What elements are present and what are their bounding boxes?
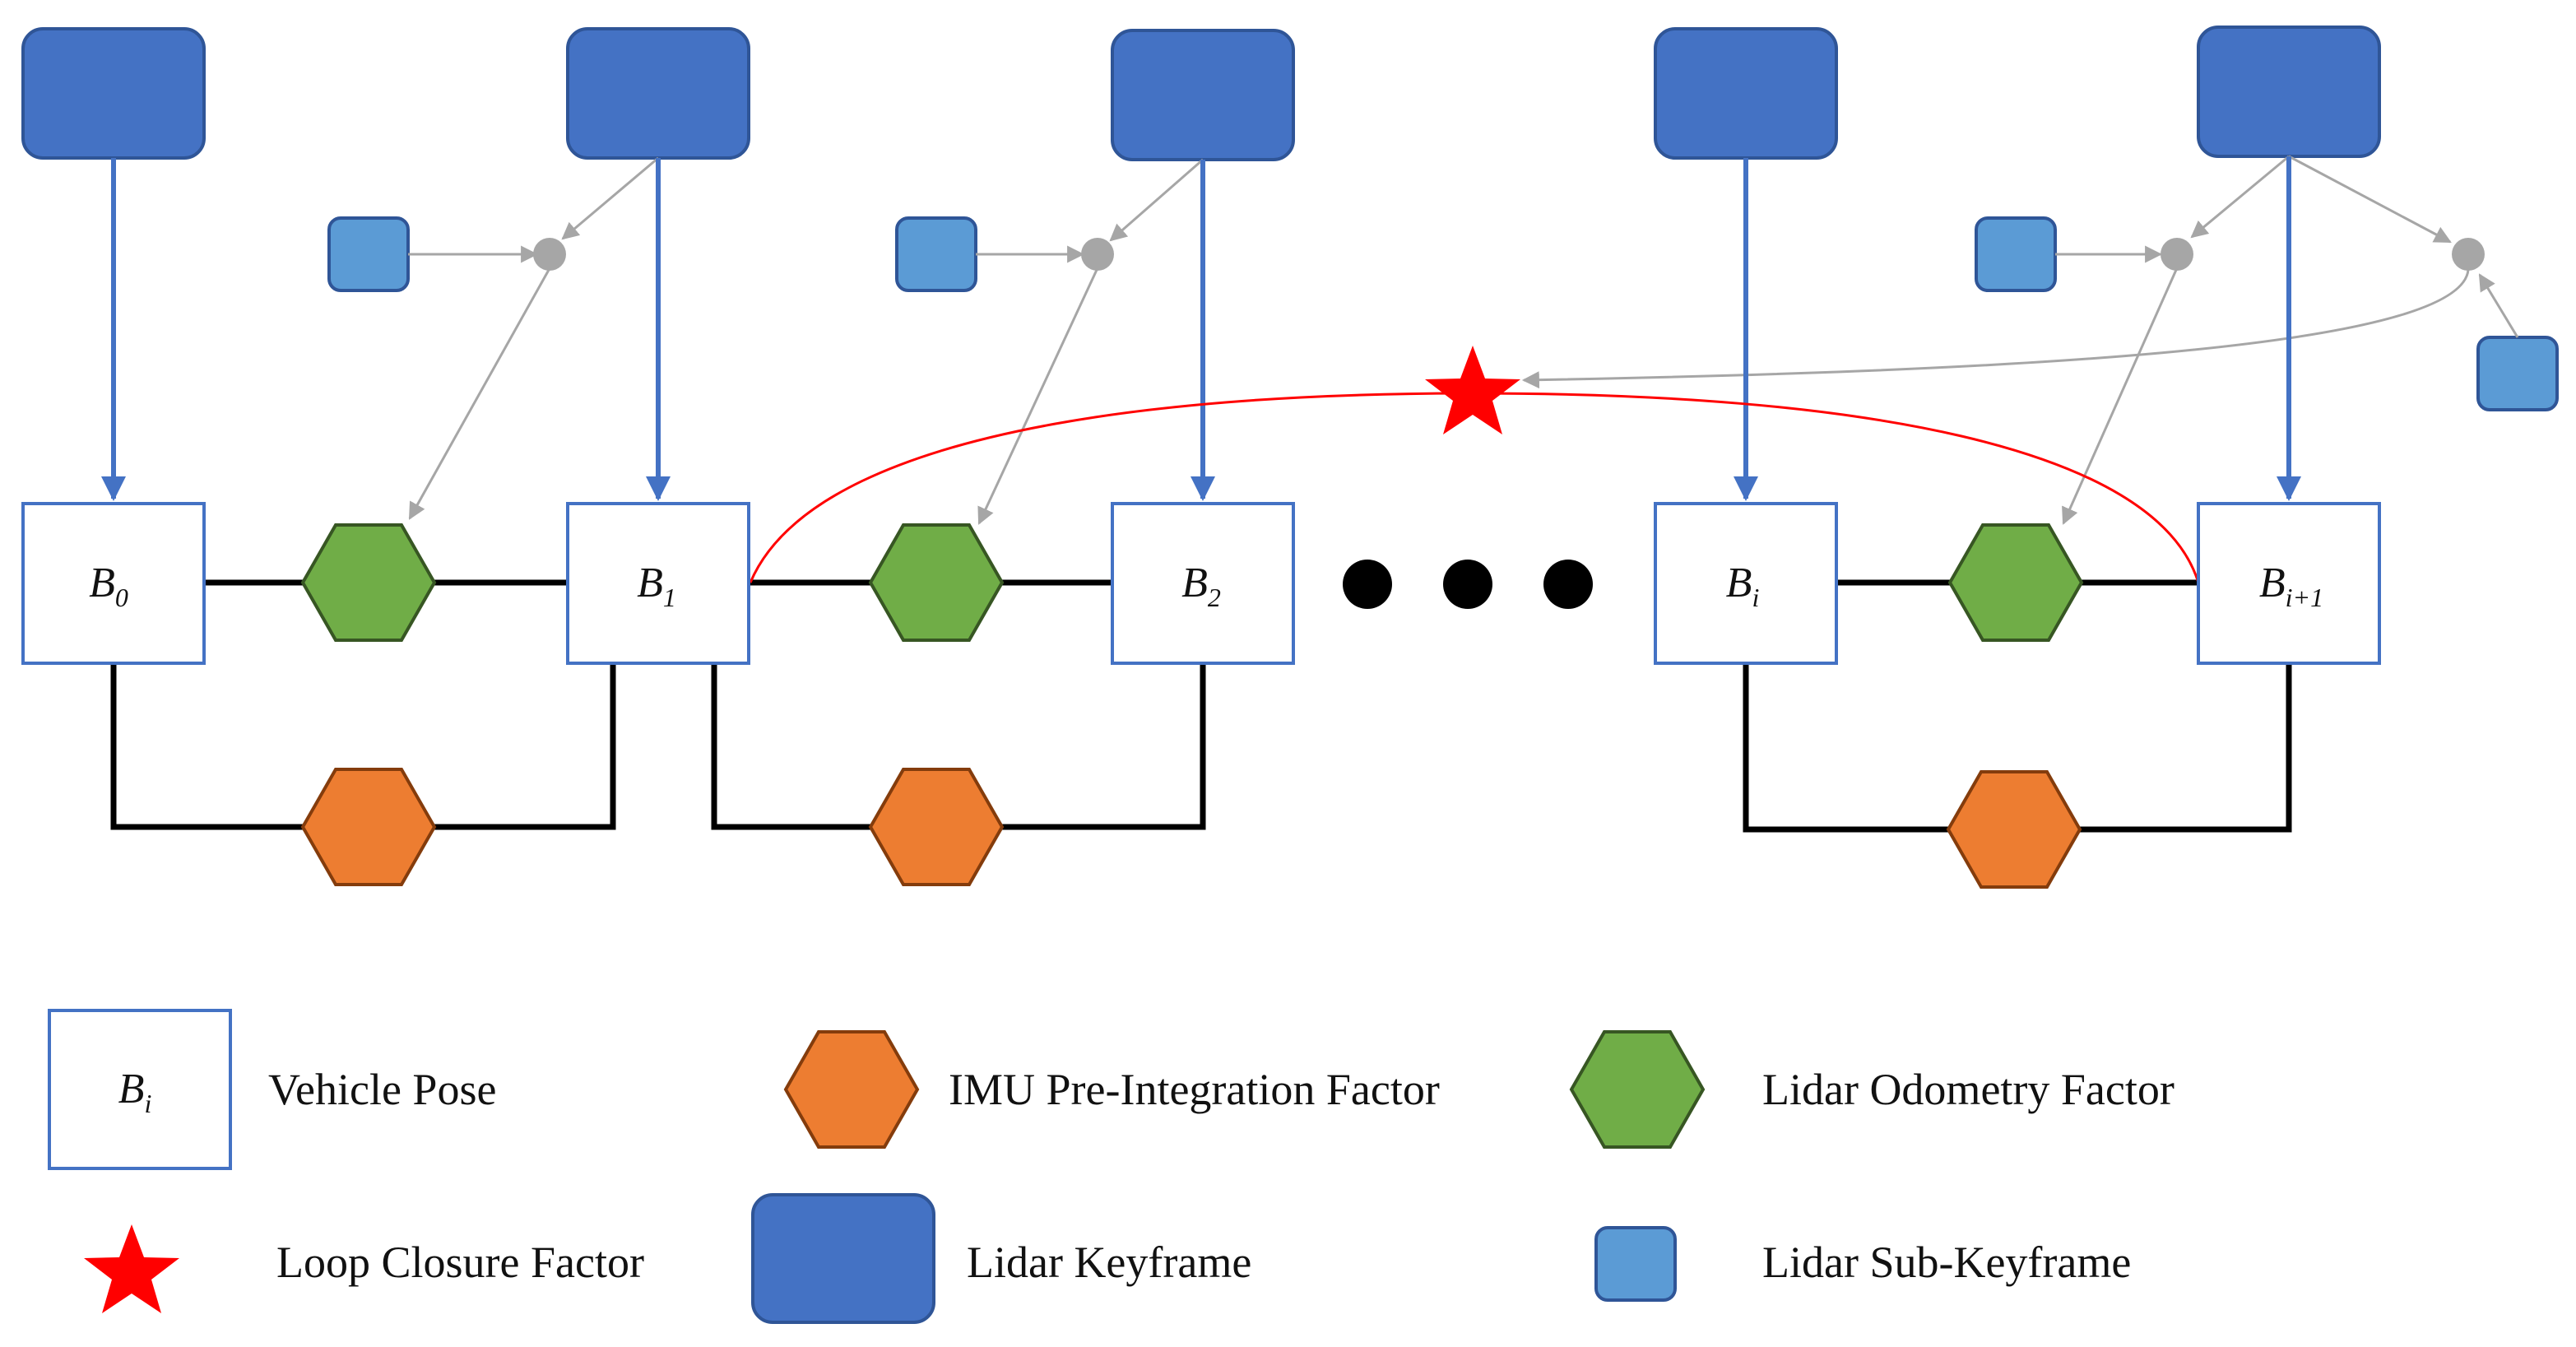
legend-keyframe-symbol bbox=[751, 1193, 935, 1324]
lidar-sub-keyframe bbox=[1975, 216, 2057, 292]
lidar-keyframe bbox=[1654, 27, 1838, 160]
lidar-keyframes bbox=[21, 26, 2381, 161]
legend-pose-subscript: i bbox=[144, 1089, 151, 1118]
ellipsis bbox=[1343, 560, 1593, 609]
vehicle-pose: B0 bbox=[21, 502, 206, 665]
ellipsis-dot bbox=[1343, 560, 1392, 609]
imu-factors bbox=[300, 768, 2082, 889]
svg-text:Bi+1: Bi+1 bbox=[2259, 560, 2323, 612]
lidar-sub-keyframe bbox=[2476, 336, 2559, 411]
vehicle-pose: B2 bbox=[1111, 502, 1295, 665]
lidar-sub-keyframe bbox=[327, 216, 410, 292]
legend-imu-factor-label: IMU Pre-Integration Factor bbox=[949, 1065, 1440, 1114]
ellipsis-dot bbox=[1543, 560, 1593, 609]
loop-closure-star bbox=[1425, 346, 1520, 434]
legend-pose-label: B bbox=[118, 1066, 145, 1112]
lidar-sub-keyframe bbox=[895, 216, 977, 292]
pose-label: B bbox=[1181, 560, 1208, 606]
legend-pose-symbol bbox=[48, 1009, 232, 1170]
lidar-keyframe bbox=[2197, 26, 2381, 158]
lidar-odometry-factor bbox=[1947, 523, 2084, 642]
legend-lidar-sub-keyframe: Lidar Sub-Keyframe bbox=[1594, 1226, 2131, 1302]
legend: Bi Vehicle Pose IMU Pre-Integration Fact… bbox=[48, 1009, 2175, 1324]
pose-label: B bbox=[637, 560, 663, 606]
pose-label: B bbox=[89, 560, 115, 606]
merge-node bbox=[2161, 238, 2193, 271]
merge-node bbox=[1081, 238, 1114, 271]
legend-sub-keyframe-symbol bbox=[1594, 1226, 1677, 1302]
merge-node bbox=[533, 238, 566, 271]
svg-text:B0: B0 bbox=[89, 560, 128, 612]
legend-imu-hexagon bbox=[783, 1030, 920, 1149]
svg-text:Bi: Bi bbox=[118, 1066, 152, 1118]
sub-keyframe-connections bbox=[408, 155, 2519, 525]
legend-vehicle-pose: Bi Vehicle Pose bbox=[48, 1009, 496, 1170]
vehicle-pose: B1 bbox=[566, 502, 750, 665]
legend-vehicle-pose-label: Vehicle Pose bbox=[268, 1065, 496, 1114]
merge-node bbox=[2452, 238, 2485, 271]
pose-subscript: 2 bbox=[1208, 583, 1221, 612]
keyframe-arrows bbox=[101, 156, 2301, 501]
vehicle-pose: Bi+1 bbox=[2197, 502, 2381, 665]
svg-text:B1: B1 bbox=[637, 560, 676, 612]
legend-imu-factor: IMU Pre-Integration Factor bbox=[783, 1030, 1440, 1149]
legend-lidar-keyframe: Lidar Keyframe bbox=[751, 1193, 1251, 1324]
ellipsis-dot bbox=[1443, 560, 1492, 609]
legend-odometry-hexagon bbox=[1569, 1030, 1706, 1149]
imu-factor bbox=[1946, 770, 2082, 889]
legend-lidar-keyframe-label: Lidar Keyframe bbox=[967, 1238, 1251, 1287]
pose-subscript: i bbox=[1752, 583, 1759, 612]
legend-loop-closure-factor-label: Loop Closure Factor bbox=[276, 1238, 644, 1287]
vehicle-pose: Bi bbox=[1654, 502, 1838, 665]
pose-subscript: i+1 bbox=[2286, 583, 2323, 612]
pose-label: B bbox=[2259, 560, 2286, 606]
lidar-odometry-factors bbox=[300, 523, 2084, 642]
merge-nodes bbox=[533, 238, 2485, 271]
imu-factor bbox=[300, 768, 437, 886]
vehicle-poses: B0 B1 B2 Bi Bi+1 bbox=[21, 502, 2381, 665]
pose-subscript: 1 bbox=[663, 583, 676, 612]
pose-label: B bbox=[1726, 560, 1752, 606]
legend-lidar-sub-keyframe-label: Lidar Sub-Keyframe bbox=[1762, 1238, 2131, 1287]
lidar-odometry-factor bbox=[868, 523, 1005, 642]
legend-lidar-odometry-factor-label: Lidar Odometry Factor bbox=[1762, 1065, 2175, 1114]
svg-text:B2: B2 bbox=[1181, 560, 1221, 612]
legend-lidar-odometry-factor: Lidar Odometry Factor bbox=[1569, 1030, 2175, 1149]
svg-text:Bi: Bi bbox=[1726, 560, 1760, 612]
lidar-odometry-factor bbox=[300, 523, 437, 642]
pose-subscript: 0 bbox=[115, 583, 128, 612]
lidar-keyframe bbox=[1111, 29, 1295, 161]
legend-star-icon bbox=[84, 1224, 179, 1313]
lidar-keyframe bbox=[21, 27, 206, 160]
lidar-keyframe bbox=[566, 27, 750, 160]
legend-loop-closure-factor: Loop Closure Factor bbox=[84, 1224, 644, 1313]
imu-factor bbox=[868, 768, 1005, 886]
